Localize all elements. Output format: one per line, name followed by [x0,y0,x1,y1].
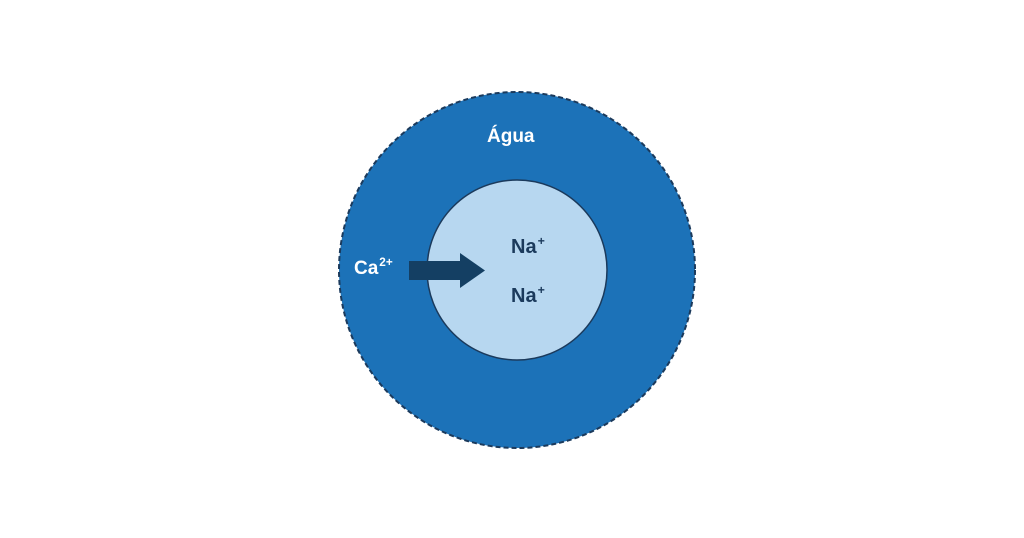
calcium-symbol: Ca [354,258,379,279]
calcium-charge: 2+ [379,256,393,269]
sodium-ion-label: Na+ [511,234,545,258]
arrow-icon [409,253,485,288]
sodium-symbol: Na [511,285,537,307]
water-label: Água [487,126,535,147]
sodium-ion-label: Na+ [511,283,545,307]
sodium-charge: + [537,283,545,297]
sodium-charge: + [537,234,545,248]
sodium-symbol: Na [511,236,537,258]
calcium-ion-label: Ca2+ [354,256,393,279]
